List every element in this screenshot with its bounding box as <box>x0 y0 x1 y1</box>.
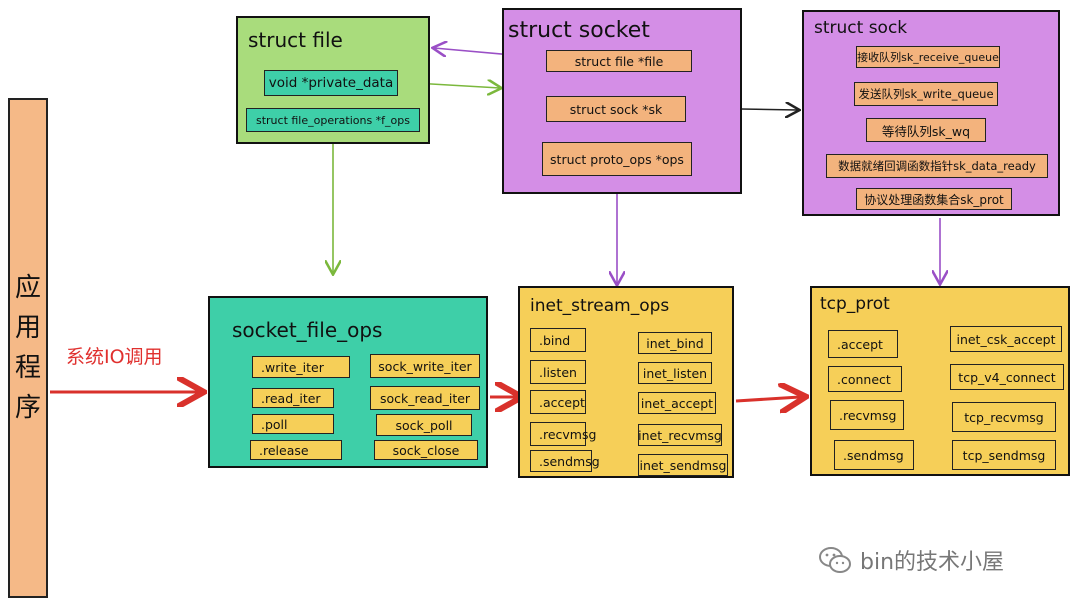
inet-stream-ops-box: inet_stream_ops .bind inet_bind .listen … <box>518 286 734 478</box>
impl-sock-read-iter: sock_read_iter <box>370 386 480 410</box>
application-bar: 应 用 程 序 <box>8 98 48 598</box>
impl-inet-recvmsg: inet_recvmsg <box>638 424 722 446</box>
op-bind: .bind <box>530 328 586 352</box>
struct-sock-box: struct sock 接收队列sk_receive_queue 发送队列sk_… <box>802 10 1060 216</box>
impl-inet-csk-accept: inet_csk_accept <box>950 326 1062 352</box>
socket-file-ops-box: socket_file_ops .write_iter sock_write_i… <box>208 296 488 468</box>
op-poll: .poll <box>252 414 334 434</box>
app-char: 程 <box>14 353 41 383</box>
op-accept: .accept <box>530 390 586 414</box>
impl-inet-bind: inet_bind <box>638 332 712 354</box>
app-char: 用 <box>14 313 41 343</box>
struct-socket-box: struct socket struct file *file struct s… <box>502 8 742 194</box>
impl-sock-write-iter: sock_write_iter <box>370 354 480 378</box>
socket-file-ops-title: socket_file_ops <box>232 318 383 342</box>
op-write-iter: .write_iter <box>252 356 350 378</box>
tcp-prot-box: tcp_prot .accept inet_csk_accept .connec… <box>810 286 1070 476</box>
op-tcp-accept: .accept <box>828 330 898 358</box>
op-release: .release <box>250 440 342 460</box>
struct-sock-title: struct sock <box>814 18 908 38</box>
op-tcp-sendmsg: .sendmsg <box>834 440 914 470</box>
field-wait-queue: 等待队列sk_wq <box>866 118 986 142</box>
field-private-data: void *private_data <box>264 70 398 96</box>
impl-tcp-recvmsg: tcp_recvmsg <box>952 402 1056 432</box>
arrow-inet-to-tcp-prot <box>735 397 800 401</box>
struct-file-box: struct file void *private_data struct fi… <box>236 16 430 144</box>
field-sk-pointer: struct sock *sk <box>546 96 686 122</box>
field-data-ready: 数据就绪回调函数指针sk_data_ready <box>826 154 1048 178</box>
impl-inet-sendmsg: inet_sendmsg <box>638 454 728 476</box>
field-file-pointer: struct file *file <box>546 50 692 72</box>
watermark-text: bin的技术小屋 <box>860 550 1005 575</box>
impl-inet-listen: inet_listen <box>638 362 712 384</box>
field-sk-prot: 协议处理函数集合sk_prot <box>856 188 1012 210</box>
impl-tcp-sendmsg: tcp_sendmsg <box>952 440 1056 470</box>
op-listen: .listen <box>530 360 586 384</box>
app-char: 应 <box>14 273 41 303</box>
field-f-ops: struct file_operations *f_ops <box>246 108 420 132</box>
op-tcp-connect: .connect <box>828 366 902 392</box>
op-recvmsg: .recvmsg <box>530 422 596 446</box>
impl-sock-close: sock_close <box>374 440 478 460</box>
impl-inet-accept: inet_accept <box>638 392 716 414</box>
struct-file-title: struct file <box>248 28 343 52</box>
wechat-icon <box>819 547 851 573</box>
syscall-label: 系统IO调用 <box>66 346 163 368</box>
struct-socket-title: struct socket <box>508 18 650 43</box>
field-receive-queue: 接收队列sk_receive_queue <box>856 46 1000 68</box>
field-ops-pointer: struct proto_ops *ops <box>542 142 692 176</box>
field-write-queue: 发送队列sk_write_queue <box>854 82 998 106</box>
op-read-iter: .read_iter <box>252 388 334 408</box>
impl-sock-poll: sock_poll <box>376 414 472 436</box>
watermark: bin的技术小屋 <box>818 543 1004 577</box>
inet-stream-ops-title: inet_stream_ops <box>530 296 670 316</box>
impl-tcp-v4-connect: tcp_v4_connect <box>950 364 1064 390</box>
op-tcp-recvmsg: .recvmsg <box>830 400 904 430</box>
op-sendmsg: .sendmsg <box>530 450 600 472</box>
tcp-prot-title: tcp_prot <box>820 294 890 314</box>
app-char: 序 <box>14 393 41 423</box>
